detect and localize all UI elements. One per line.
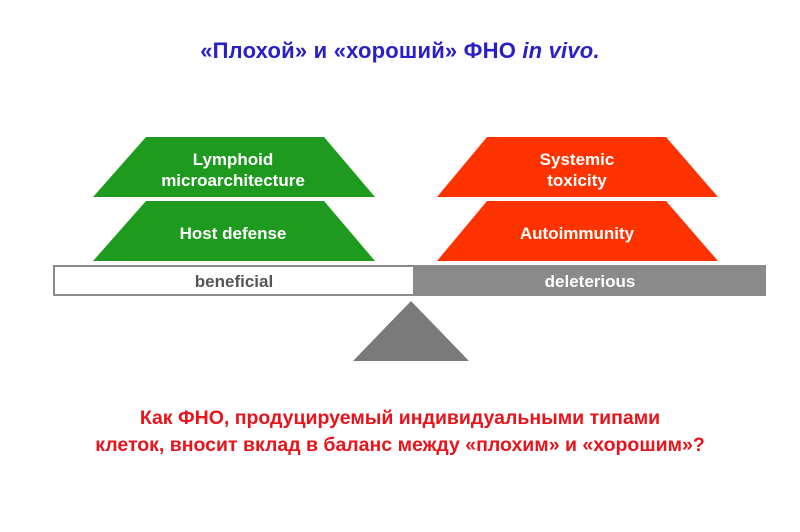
- question-line1: Как ФНО, продуцируемый индивидуальными т…: [139, 407, 661, 429]
- title-italic: in vivo.: [522, 38, 600, 63]
- question-line2: клеток, вносит вклад в баланс между «пло…: [95, 434, 705, 456]
- lymphoid-label-line2: microarchitecture: [161, 171, 305, 190]
- lymphoid-microarchitecture-block: [93, 137, 375, 197]
- systemic-label-line1: Systemic: [540, 150, 615, 169]
- systemic-label-line2: toxicity: [547, 171, 607, 190]
- beneficial-bar-label: beneficial: [195, 272, 273, 291]
- autoimmunity-block: [437, 201, 718, 261]
- deleterious-bar-label: deleterious: [545, 272, 636, 291]
- host-defense-label: Host defense: [180, 224, 287, 243]
- lymphoid-label-line1: Lymphoid: [193, 150, 274, 169]
- host-defense-block: [93, 201, 375, 261]
- deleterious-bar: [414, 265, 766, 296]
- question-text: Как ФНО, продуцируемый индивидуальными т…: [0, 405, 800, 459]
- fulcrum-triangle: [353, 301, 469, 361]
- title-main: «Плохой» и «хороший» ФНО: [200, 38, 523, 63]
- systemic-toxicity-block: [437, 137, 718, 197]
- slide-title: «Плохой» и «хороший» ФНО in vivo.: [0, 38, 800, 64]
- autoimmunity-label: Autoimmunity: [520, 224, 635, 243]
